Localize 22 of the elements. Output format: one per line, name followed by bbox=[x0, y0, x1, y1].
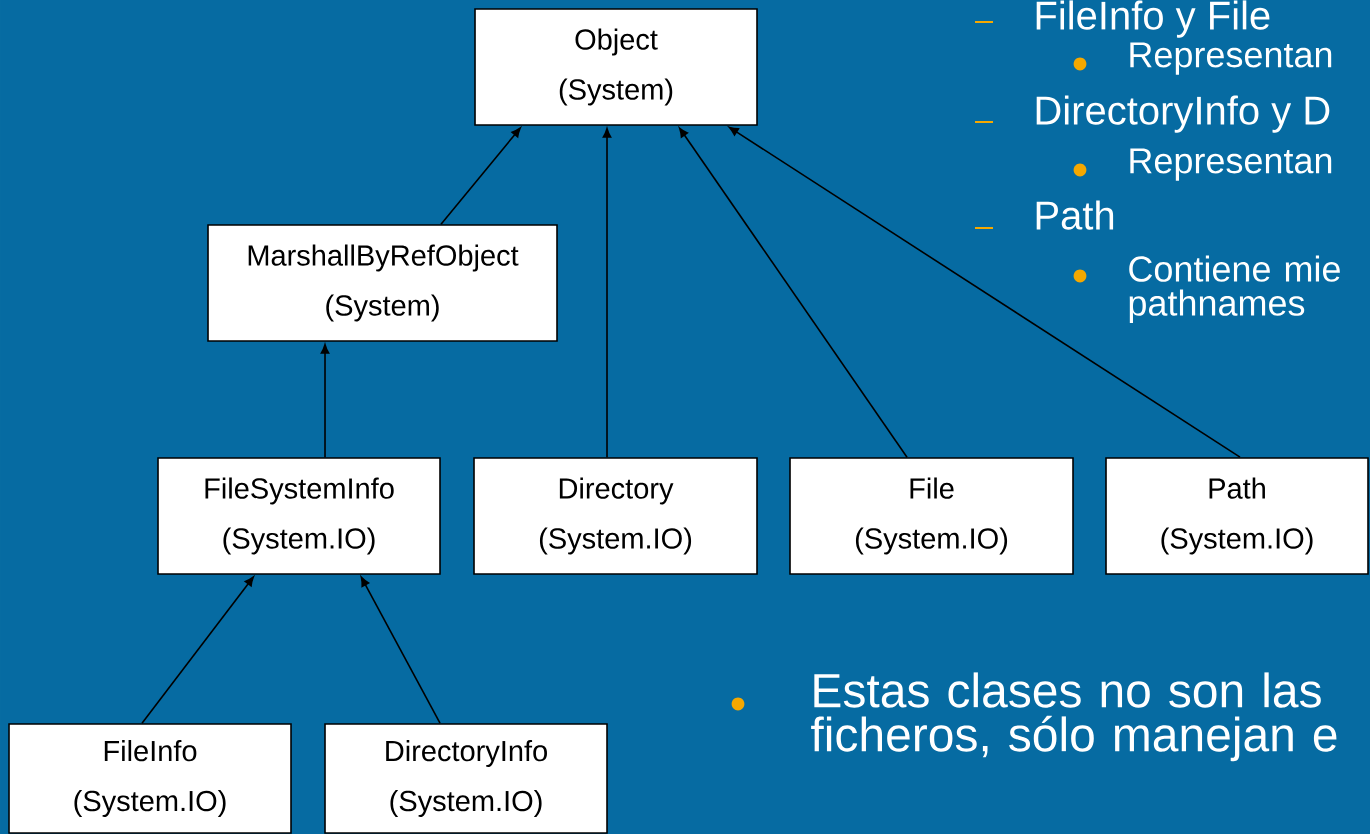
inheritance-arrow bbox=[360, 576, 441, 724]
bullet-text: Estas clases no son las ficheros, sólo manejan e bbox=[811, 672, 1337, 762]
class-box: DirectoryInfo (System.IO) bbox=[324, 723, 608, 834]
class-box: FileInfo (System.IO) bbox=[8, 723, 292, 834]
bullet-text: FileInfo y File bbox=[1036, 0, 1270, 38]
inheritance-arrow bbox=[602, 128, 612, 458]
inheritance-arrow bbox=[141, 576, 254, 724]
class-box: Path (System.IO) bbox=[1105, 457, 1369, 575]
inheritance-arrow bbox=[728, 126, 1241, 458]
inheritance-arrow bbox=[440, 127, 521, 225]
inheritance-arrow bbox=[320, 343, 330, 458]
class-box: FileSystemInfo (System.IO) bbox=[157, 457, 441, 575]
bullet-text: Representan bbox=[1130, 148, 1332, 181]
class-box: Object (System) bbox=[474, 8, 758, 126]
bullet-text: DirectoryInfo y D bbox=[1036, 95, 1330, 133]
inheritance-arrow bbox=[678, 127, 908, 458]
bullet-text: Representan bbox=[1130, 42, 1332, 75]
bullet-text: Path bbox=[1036, 200, 1114, 230]
class-box: MarshallByRefObject (System) bbox=[207, 224, 558, 342]
class-box: File (System.IO) bbox=[789, 457, 1074, 575]
class-box: Directory (System.IO) bbox=[473, 457, 758, 575]
bullet-text: Contiene mie pathnames bbox=[1129, 255, 1340, 323]
